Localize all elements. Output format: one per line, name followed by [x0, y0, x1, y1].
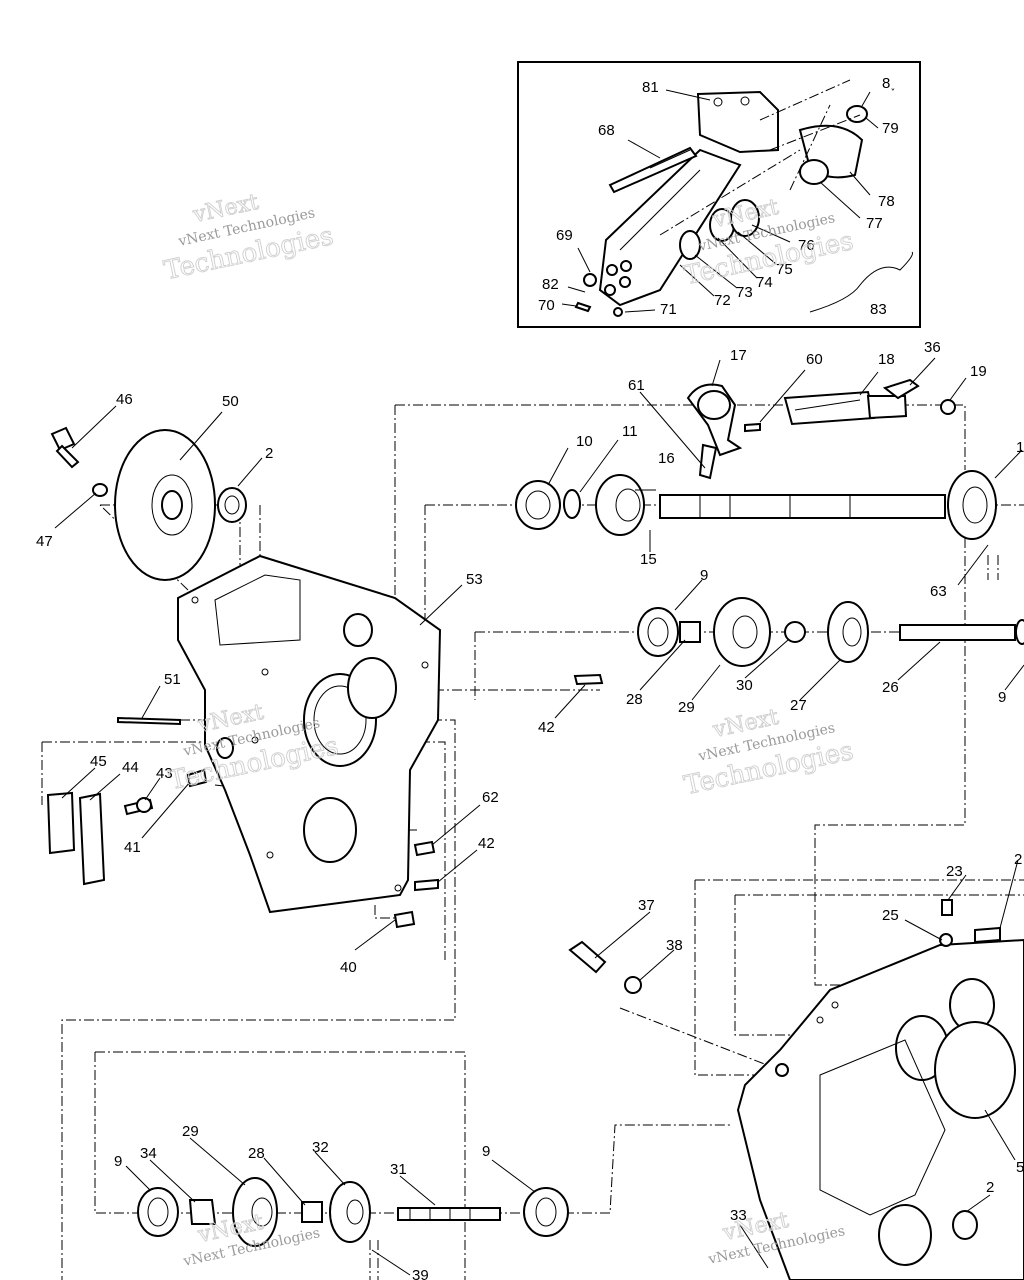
callout-63: 63 — [930, 583, 947, 600]
callout-5: 5 — [1016, 1159, 1024, 1176]
callout-32: 32 — [312, 1139, 329, 1156]
callout-43: 43 — [156, 765, 173, 782]
callout-76: 76 — [798, 237, 815, 254]
callout-17: 17 — [730, 347, 747, 364]
callout-42-upper: 42 — [538, 719, 555, 736]
leader-lines — [54, 357, 1024, 1276]
left-parts — [46, 426, 247, 886]
middle-shaft — [637, 597, 1024, 667]
callout-79: 79 — [882, 120, 899, 137]
callout-18: 18 — [878, 351, 895, 368]
callout-8x: 8˯ — [882, 75, 895, 92]
callout-9-mid: 9 — [700, 567, 708, 584]
lower-shaft — [137, 1177, 569, 1247]
callout-19: 19 — [970, 363, 987, 380]
housing-5 — [568, 899, 1024, 1280]
callout-34: 34 — [140, 1145, 157, 1162]
callout-42-lower: 42 — [478, 835, 495, 852]
callout-72: 72 — [714, 292, 731, 309]
upper-shaft — [515, 470, 997, 540]
callout-50: 50 — [222, 393, 239, 410]
callout-69: 69 — [556, 227, 573, 244]
callout-45: 45 — [90, 753, 107, 770]
callout-74: 74 — [756, 274, 773, 291]
callout-70: 70 — [538, 297, 555, 314]
callout-9-lower-left: 9 — [114, 1153, 122, 1170]
callout-10: 10 — [576, 433, 593, 450]
callout-61: 61 — [628, 377, 645, 394]
callout-37: 37 — [638, 897, 655, 914]
callout-1: 1 — [1016, 439, 1024, 456]
callout-39: 39 — [412, 1267, 429, 1280]
callout-38: 38 — [666, 937, 683, 954]
callout-26: 26 — [882, 679, 899, 696]
callout-33: 33 — [730, 1207, 747, 1224]
shift-assembly — [686, 378, 956, 480]
callout-16: 16 — [658, 450, 675, 467]
callout-29-mid: 29 — [678, 699, 695, 716]
callout-73: 73 — [736, 284, 753, 301]
watermark: vNext vNext Technologies Technologies — [161, 189, 336, 286]
callout-28-mid: 28 — [626, 691, 643, 708]
callout-11: 11 — [622, 423, 638, 440]
callout-2-top: 2 — [265, 445, 273, 462]
callout-labels: 17 60 18 36 19 61 46 50 2 10 11 16 1 47 … — [36, 339, 1024, 1280]
callout-75: 75 — [776, 261, 793, 278]
callout-30: 30 — [736, 677, 753, 694]
callout-47: 47 — [36, 533, 53, 550]
callout-15: 15 — [640, 551, 657, 568]
callout-36: 36 — [924, 339, 941, 356]
callout-82: 82 — [542, 276, 559, 293]
watermark: vNext vNext Technologies Technologies — [681, 704, 856, 801]
callout-25: 25 — [882, 907, 899, 924]
callout-78: 78 — [878, 193, 895, 210]
callout-28-lower: 28 — [248, 1145, 265, 1162]
callout-68: 68 — [598, 122, 615, 139]
callout-27: 27 — [790, 697, 807, 714]
callout-2-right: 2 — [1014, 851, 1022, 868]
callout-40: 40 — [340, 959, 357, 976]
callout-71: 71 — [660, 301, 677, 318]
callout-77: 77 — [866, 215, 883, 232]
callout-31: 31 — [390, 1161, 407, 1178]
callout-9-lower-right: 9 — [482, 1143, 490, 1160]
callout-62: 62 — [482, 789, 499, 806]
callout-44: 44 — [122, 759, 139, 776]
callout-46: 46 — [116, 391, 133, 408]
callout-60: 60 — [806, 351, 823, 368]
callout-53: 53 — [466, 571, 483, 588]
callout-51: 51 — [164, 671, 181, 688]
housing-53 — [177, 554, 604, 929]
callout-41: 41 — [124, 839, 141, 856]
callout-83: 83 — [870, 301, 887, 318]
callout-81: 81 — [642, 79, 659, 96]
inset-detail: 81 8˯ 79 68 78 77 69 76 75 74 73 72 82 7… — [517, 61, 921, 328]
callout-29-lower: 29 — [182, 1123, 199, 1140]
callout-23: 23 — [946, 863, 963, 880]
callout-9-right: 9 — [998, 689, 1006, 706]
callout-2-bottom: 2 — [986, 1179, 994, 1196]
